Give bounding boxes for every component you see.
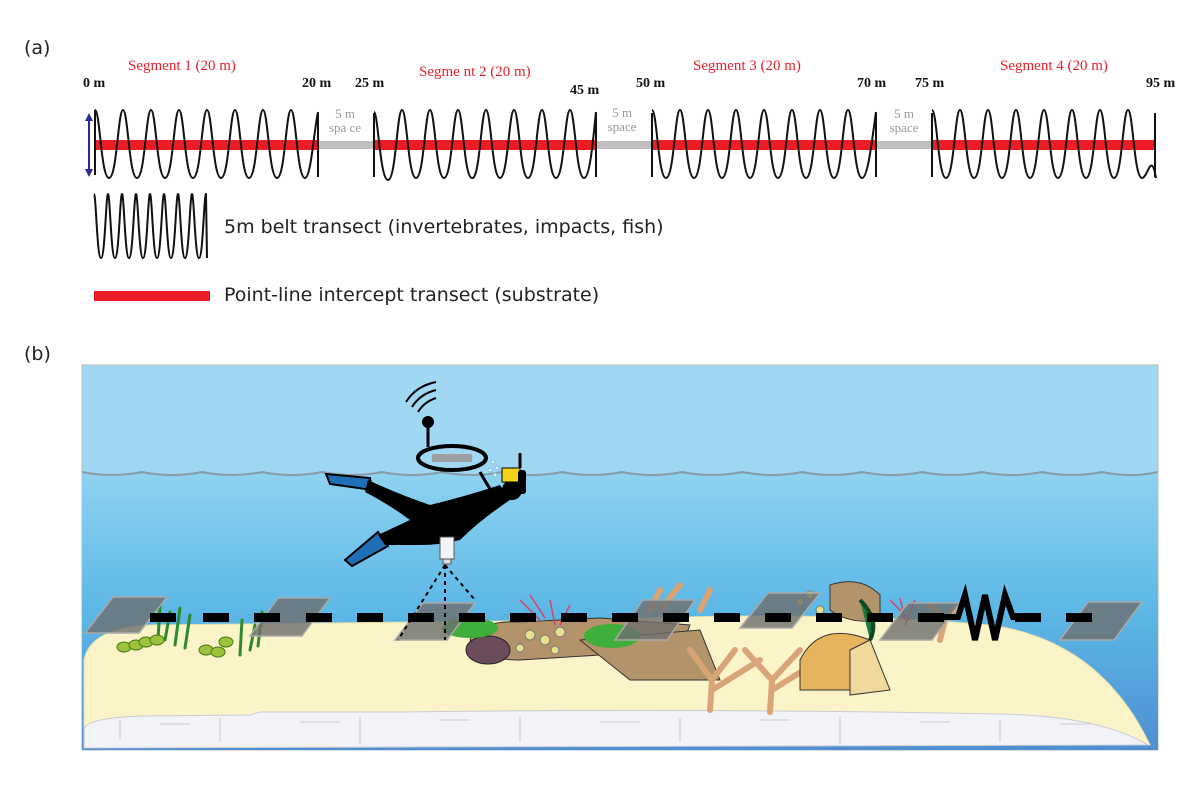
legend-belt-wave-icon	[93, 192, 208, 260]
legend-pit-transect: Point-line intercept transect (substrate…	[224, 284, 600, 306]
diver-icon	[324, 381, 526, 568]
space-label-2: 5 m space	[607, 105, 637, 134]
seaweed-sprouts	[116, 634, 234, 658]
distance-0m: 0 m	[83, 76, 106, 91]
segment-4-label: Segment 4 (20 m)	[1000, 58, 1108, 74]
camera-field-of-view	[397, 564, 476, 641]
segment-2-label: Segme nt 2 (20 m)	[419, 64, 531, 80]
distance-75m: 75 m	[915, 76, 945, 91]
belt-wave-segment-4	[931, 108, 1157, 180]
space-label-3: 5 m space	[889, 106, 919, 135]
pit-line-segment-3	[652, 140, 876, 150]
dashed-transect-line	[150, 613, 1092, 622]
space-line-3	[876, 141, 932, 149]
pit-line-segment-1	[95, 140, 318, 150]
space-line-1	[318, 141, 374, 149]
distance-20m: 20 m	[302, 76, 332, 91]
space-label-1: 5 m spa ce	[328, 106, 362, 135]
rock-cracks	[119, 716, 1090, 744]
distance-95m: 95 m	[1146, 76, 1176, 91]
segment-3-label: Segment 3 (20 m)	[693, 58, 801, 74]
distance-70m: 70 m	[857, 76, 887, 91]
space-line-2	[596, 141, 652, 149]
belt-wave-segment-3	[651, 108, 877, 180]
pit-line-segment-2	[374, 140, 596, 150]
rock-base	[83, 709, 1150, 749]
belt-wave-segment-2	[373, 108, 597, 182]
legend-pit-line-icon	[94, 291, 210, 301]
panel-a-label: (a)	[24, 37, 51, 59]
distance-50m: 50 m	[636, 76, 666, 91]
panel-b-label: (b)	[24, 343, 51, 365]
pit-line-segment-4	[932, 140, 1154, 150]
distance-25m: 25 m	[355, 76, 385, 91]
quadrats	[83, 592, 1144, 641]
distance-45m: 45 m	[570, 83, 600, 98]
water-surface-line	[81, 470, 1159, 476]
transect-schematic	[85, 108, 1157, 301]
belt-width-arrow-icon	[85, 113, 93, 177]
belt-wave-segment-1	[94, 108, 319, 180]
legend-belt-transect: 5m belt transect (invertebrates, impacts…	[224, 216, 664, 238]
transect-break-zigzag-icon	[944, 583, 1020, 641]
segment-1-label: Segment 1 (20 m)	[128, 58, 236, 74]
